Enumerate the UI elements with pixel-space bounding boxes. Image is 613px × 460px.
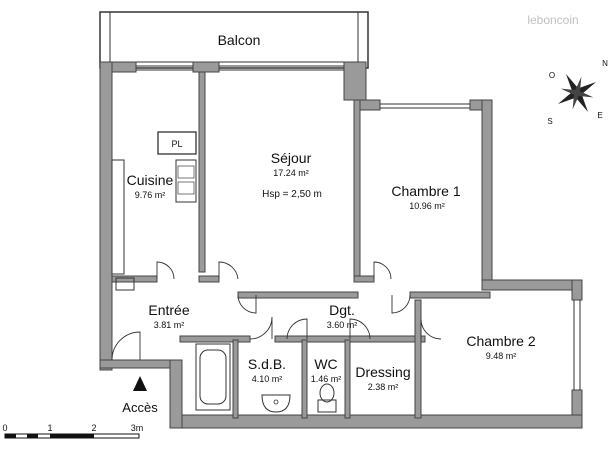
pl-cupboard — [157, 131, 197, 155]
cuisine-area: 9.76 m² — [135, 190, 166, 200]
pl-label: PL — [171, 139, 182, 149]
compass-o: O — [549, 71, 555, 80]
access-label: Accès — [122, 400, 158, 415]
compass-n: N — [602, 59, 608, 68]
watermark: leboncoin — [527, 13, 578, 27]
balcony-outline — [99, 11, 369, 69]
sdb-label: S.d.B. — [248, 356, 286, 372]
chambre1-area: 10.96 m² — [409, 201, 445, 211]
scale-tick-3: 3m — [131, 423, 144, 433]
dgt-area: 3.60 m² — [327, 320, 358, 330]
bathtub — [195, 343, 231, 411]
sejour-area: 17.24 m² — [273, 168, 309, 178]
sdb-area: 4.10 m² — [252, 374, 283, 384]
toilet — [317, 383, 337, 413]
compass-s: S — [547, 117, 552, 126]
wc-label: WC — [314, 356, 337, 372]
entree-area: 3.81 m² — [154, 320, 185, 330]
cuisine-label: Cuisine — [127, 172, 174, 188]
kitchen-counter — [111, 159, 197, 291]
sejour-hsp: Hsp = 2,50 m — [262, 189, 322, 200]
chambre1-label: Chambre 1 — [391, 183, 460, 199]
sejour-label: Séjour — [271, 150, 312, 166]
scale-tick-1: 1 — [47, 423, 52, 433]
scale-bar — [4, 433, 140, 439]
windows — [136, 65, 581, 390]
balcon-label: Balcon — [218, 32, 261, 48]
wc-area: 1.46 m² — [311, 374, 342, 384]
dressing-area: 2.38 m² — [368, 382, 399, 392]
scale-tick-2: 2 — [91, 423, 96, 433]
access-arrow-icon — [133, 376, 147, 391]
entree-label: Entrée — [148, 302, 189, 318]
washbasin — [261, 394, 291, 413]
dgt-label: Dgt. — [329, 302, 355, 318]
dressing-label: Dressing — [355, 364, 410, 380]
scale-tick-0: 0 — [2, 423, 7, 433]
compass-rose-icon — [557, 73, 597, 113]
chambre2-area: 9.48 m² — [486, 351, 517, 361]
compass-e: E — [597, 111, 602, 120]
doors — [111, 261, 442, 361]
chambre2-label: Chambre 2 — [466, 333, 535, 349]
